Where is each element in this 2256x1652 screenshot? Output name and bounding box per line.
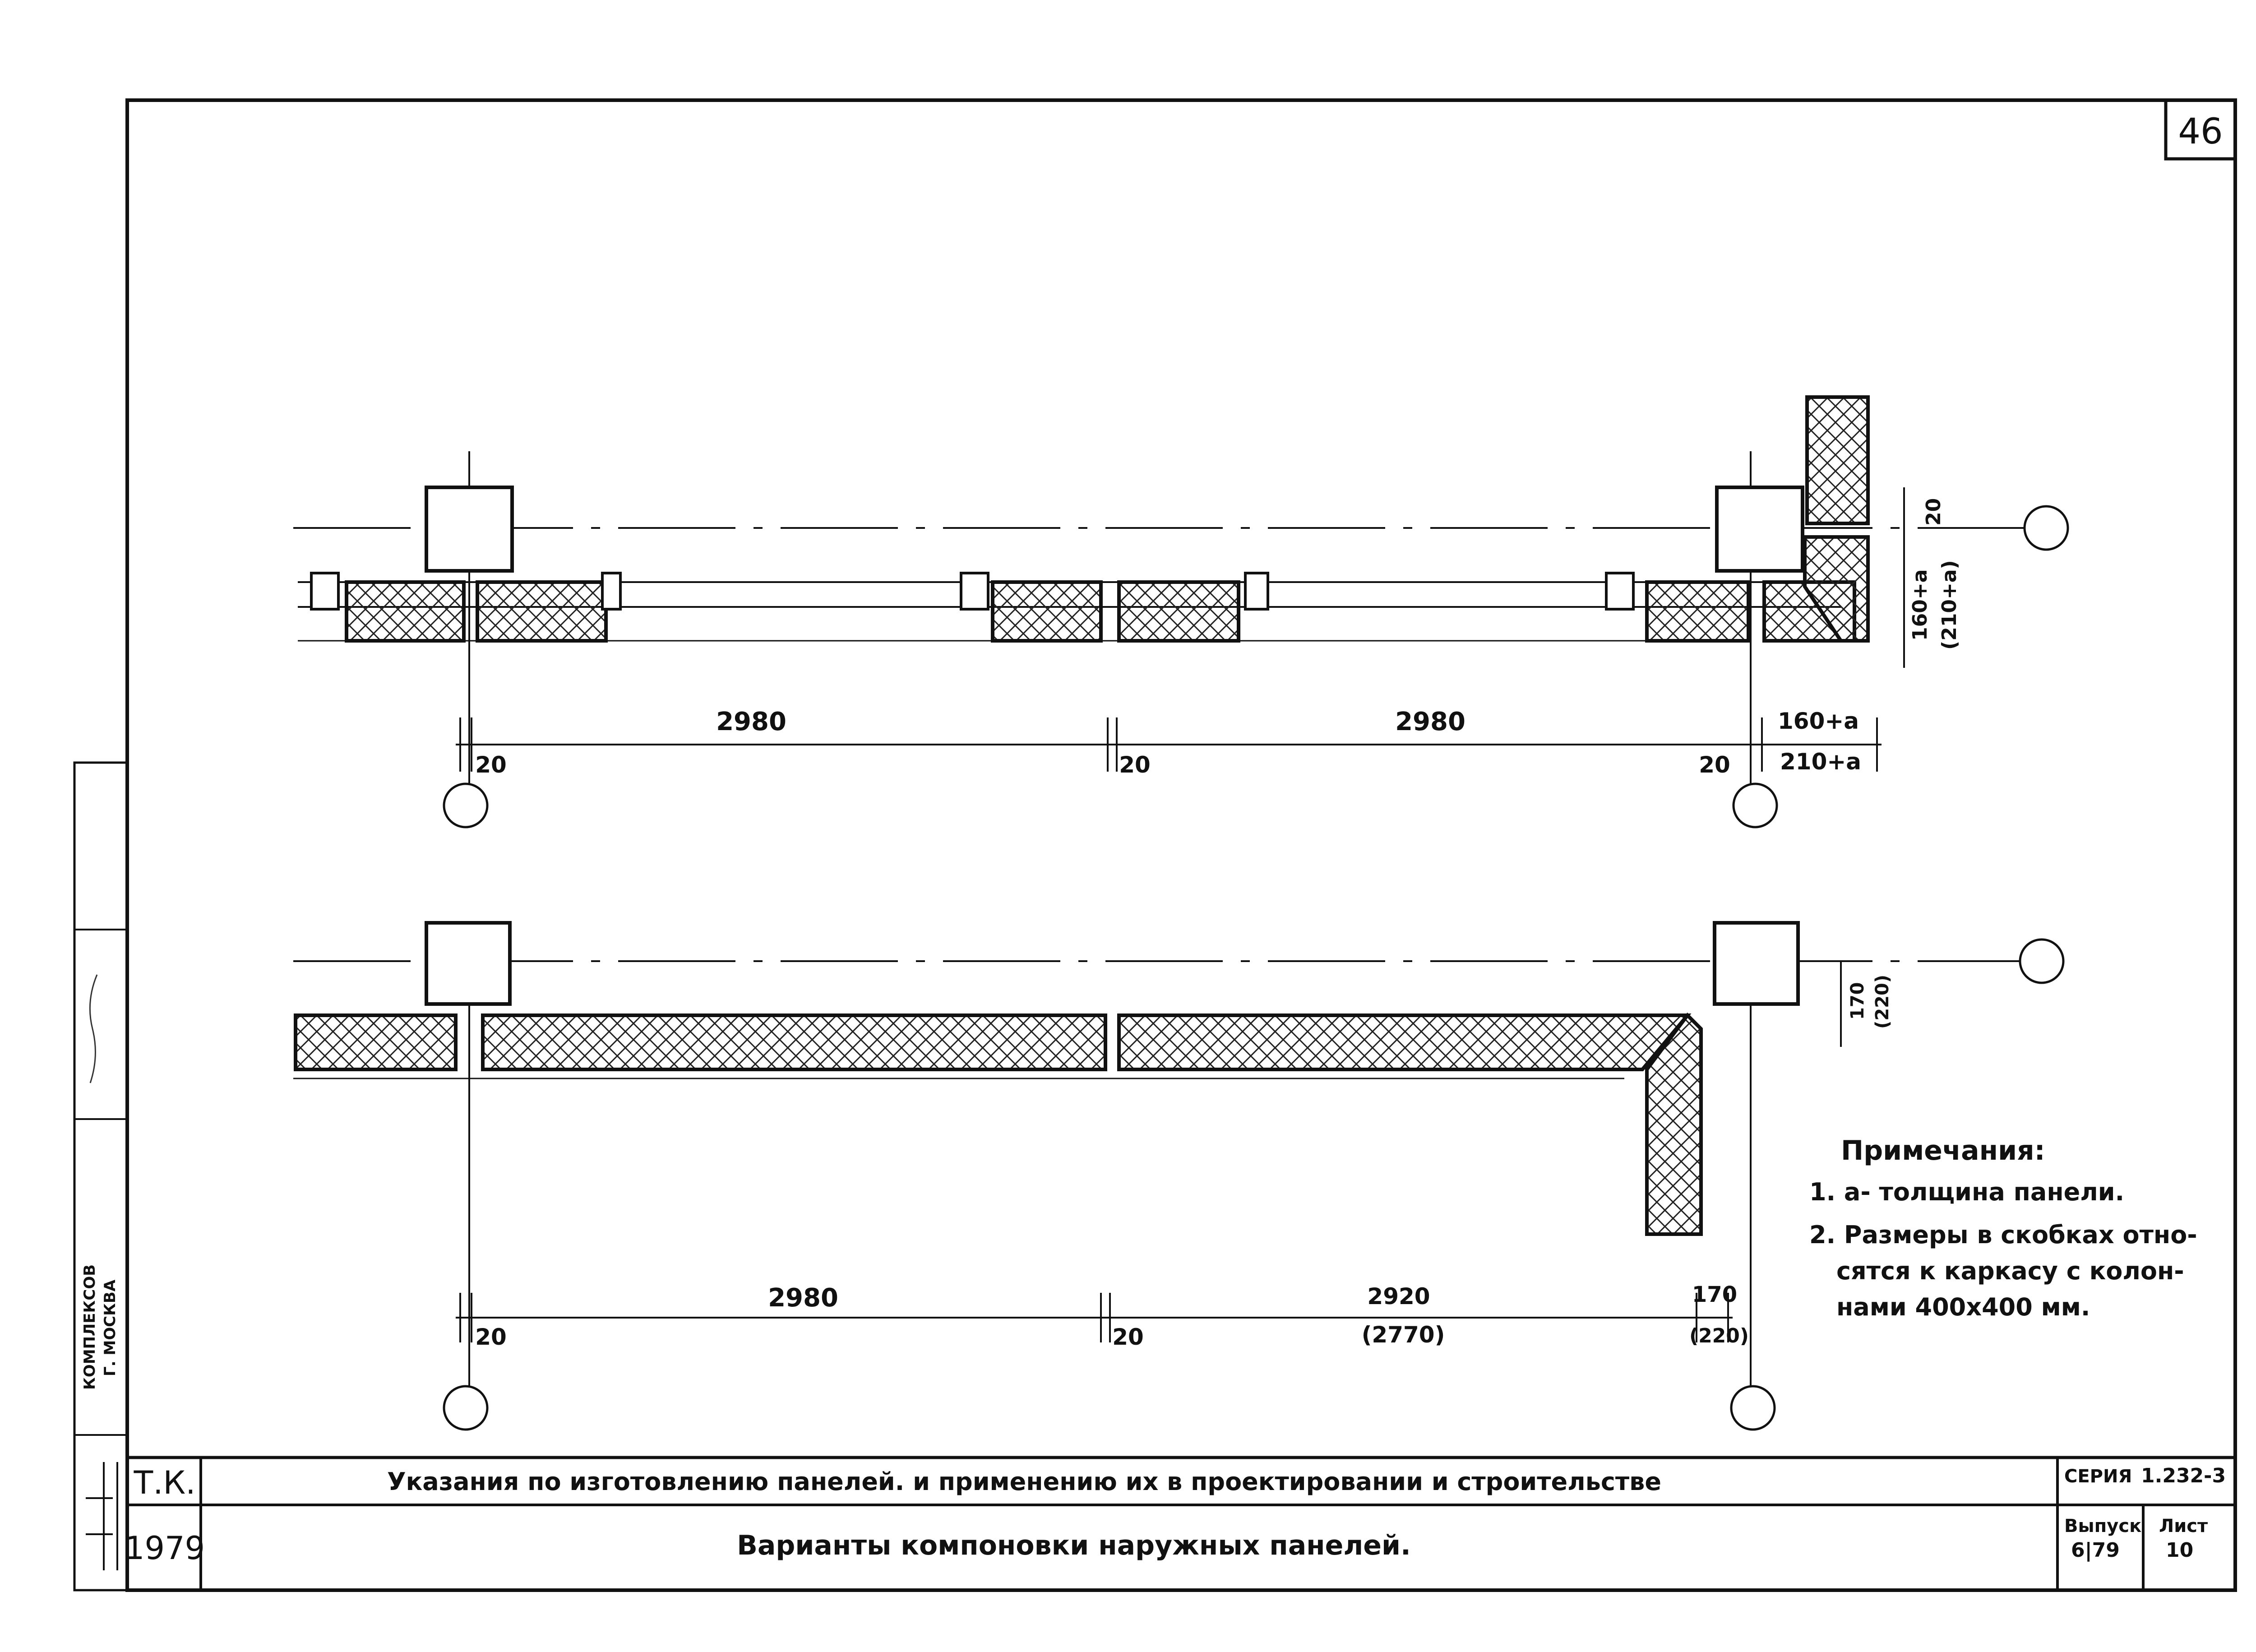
window-frame — [310, 572, 340, 611]
window-frame — [601, 572, 622, 611]
dim-vertical: 160+a — [1909, 569, 1932, 641]
dim-span: 2980 — [1395, 707, 1465, 736]
note-item-line: сятся к каркасу с колон- — [1836, 1257, 2184, 1285]
panel — [481, 1013, 1107, 1071]
panel — [1117, 1013, 1692, 1071]
issue-value: 6|79 — [2071, 1539, 2120, 1562]
dim-gap: 20 — [1699, 752, 1730, 778]
plan-bottom: 2980 2920 (2770) 20 20 170 (220) 170 (22… — [293, 921, 2065, 1431]
side-stamp-marks — [86, 1462, 118, 1570]
axis-bubble — [2023, 505, 2069, 551]
dim-span: 2980 — [768, 1283, 838, 1313]
dim-vertical-alt: (220) — [1872, 975, 1893, 1029]
dim-vertical-alt: (210+a) — [1938, 560, 1961, 650]
window-frame — [1244, 572, 1269, 611]
dim-gap: 20 — [1119, 752, 1151, 778]
panel — [345, 580, 466, 643]
axis-bubble — [2019, 938, 2065, 984]
plan-top: 2980 2980 20 20 20 160+a 210+a 20 160+a … — [293, 395, 2069, 828]
side-stamp-signature — [89, 974, 98, 1083]
axis-bubble — [443, 782, 489, 828]
axis-bubble — [443, 1385, 489, 1431]
corner-panel — [1805, 395, 1870, 525]
series-label: СЕРИЯ — [2064, 1466, 2132, 1487]
dim-corner-alt: 210+a — [1780, 749, 1861, 775]
column — [1713, 921, 1800, 1006]
title-org: Т.К. — [134, 1464, 196, 1501]
dim-span: 2920 — [1367, 1283, 1430, 1310]
column — [425, 921, 512, 1006]
column — [425, 486, 514, 573]
sheet-title: Варианты компоновки наружных панелей. — [737, 1530, 1411, 1561]
side-stamp-org-line2: Г. МОСКВА — [101, 1279, 119, 1376]
column — [1715, 486, 1804, 573]
series-value: 1.232-3 — [2141, 1464, 2226, 1487]
dim-gap: 20 — [1112, 1324, 1144, 1350]
side-stamp: КОМПЛЕКСОВ Г. МОСКВА — [73, 761, 129, 1592]
window-frame — [960, 572, 989, 611]
corner-joint — [1803, 535, 1870, 643]
dim-end: 170 — [1692, 1282, 1737, 1307]
panel — [1645, 580, 1750, 643]
doc-title: Указания по изготовлению панелей. и прим… — [387, 1467, 1661, 1496]
dim-vertical: 20 — [1922, 498, 1945, 526]
corner-number-box: 46 — [2164, 98, 2237, 161]
note-item-line: 2. Размеры в скобках отно- — [1809, 1221, 2197, 1249]
axis-bubble — [1732, 782, 1778, 828]
notes: Примечания: 1. a- толщина панели. 2. Раз… — [1809, 1135, 2197, 1321]
title-year: 1979 — [125, 1530, 205, 1567]
dim-gap: 20 — [475, 1324, 507, 1350]
issue-label: Выпуск — [2064, 1516, 2141, 1536]
dim-end-alt: (220) — [1689, 1324, 1749, 1347]
note-item: 1. a- толщина панели. — [1809, 1178, 2124, 1206]
dim-gap: 20 — [475, 752, 507, 778]
corner-number: 46 — [2178, 111, 2223, 152]
title-block: Т.К. 1979 Указания по изготовлению панел… — [125, 1456, 2237, 1592]
sheet-label: Лист — [2159, 1516, 2208, 1536]
dim-span: 2980 — [716, 707, 786, 736]
dim-vertical: 170 — [1847, 982, 1868, 1020]
window-frame — [1605, 572, 1635, 611]
dim-corner: 160+a — [1778, 708, 1859, 734]
panel — [991, 580, 1103, 643]
note-item-line: нами 400х400 мм. — [1836, 1293, 2090, 1321]
sheet-value: 10 — [2166, 1539, 2193, 1562]
side-stamp-org-line1: КОМПЛЕКСОВ — [81, 1264, 99, 1390]
axis-bubble — [1730, 1385, 1776, 1431]
panel — [476, 580, 608, 643]
sheet-frame — [125, 98, 2237, 1592]
panel — [1117, 580, 1240, 643]
corner-panel — [1645, 1012, 1703, 1236]
panel — [294, 1013, 458, 1071]
dim-span-alt: (2770) — [1362, 1322, 1445, 1348]
notes-title: Примечания: — [1841, 1135, 2045, 1166]
